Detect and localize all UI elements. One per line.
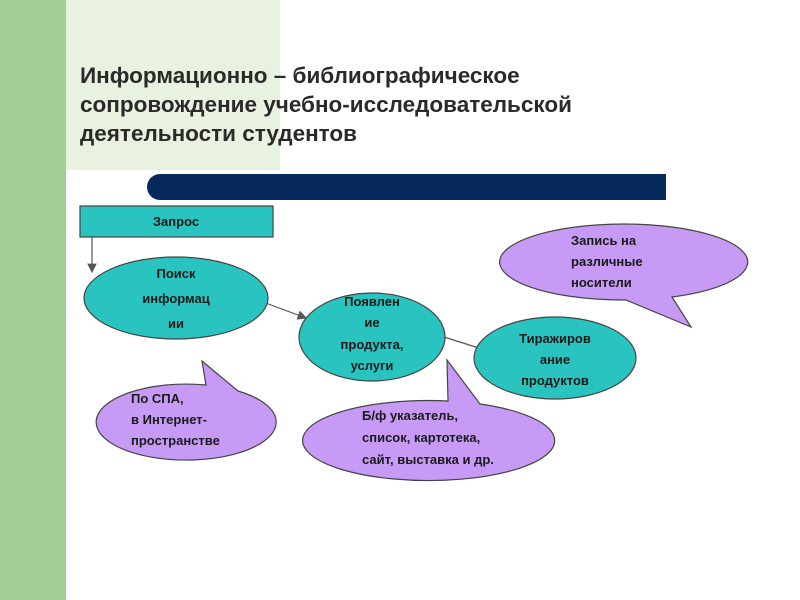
callout-recording-line-2: различные [571, 254, 643, 269]
callout-spa-line-1: По СПА, [131, 391, 184, 406]
node-replication-line-3: продуктов [521, 373, 589, 388]
callout-spa: По СПА, в Интернет- пространстве [95, 359, 277, 461]
title-line-3: деятельности студентов [80, 121, 357, 146]
node-search: Поиск информац ии [83, 256, 269, 340]
callout-bibliography-line-2: список, картотека, [362, 430, 480, 445]
callout-recording-line-1: Запись на [571, 233, 637, 248]
node-appearance-line-1: Появлен [344, 294, 400, 309]
node-search-line-2: информац [142, 291, 209, 306]
callout-bibliography: Б/ф указатель, список, картотека, сайт, … [302, 358, 556, 482]
decor-light-block [66, 0, 280, 170]
node-replication-line-2: ание [540, 352, 570, 367]
node-replication: Тиражиров ание продуктов [473, 316, 637, 400]
title-line-1: Информационно – библиографическое [80, 63, 520, 88]
callout-recording: Запись на различные носители [499, 223, 749, 329]
node-request: Запрос [79, 205, 274, 238]
divider-bar [160, 174, 666, 200]
callout-spa-line-2: в Интернет- [131, 412, 207, 427]
node-appearance: Появлен ие продукта, услуги [298, 292, 446, 382]
slide-title: Информационно – библиографическое сопров… [80, 61, 780, 148]
node-search-line-3: ии [168, 316, 184, 331]
callout-spa-line-3: пространстве [131, 433, 220, 448]
title-line-2: сопровождение учебно-исследовательской [80, 92, 572, 117]
decor-green-strip [0, 0, 66, 600]
connector-search-to-appearance [262, 301, 308, 320]
node-appearance-line-3: продукта, [341, 337, 404, 352]
callout-bibliography-line-3: сайт, выставка и др. [362, 452, 494, 467]
node-search-line-1: Поиск [156, 266, 196, 281]
node-request-label: Запрос [153, 214, 199, 229]
callout-bibliography-line-1: Б/ф указатель, [362, 408, 458, 423]
callout-recording-line-3: носители [571, 275, 632, 290]
node-replication-line-1: Тиражиров [519, 331, 591, 346]
node-appearance-line-2: ие [364, 315, 379, 330]
node-appearance-line-4: услуги [351, 358, 394, 373]
connector-appearance-to-replication [443, 336, 483, 350]
